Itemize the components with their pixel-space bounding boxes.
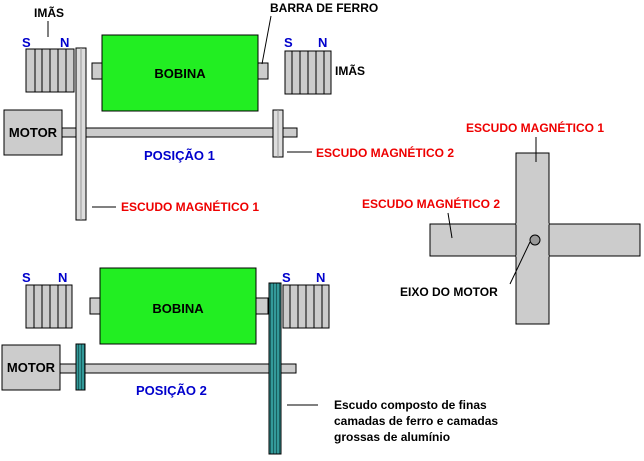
iron-bar-leader: [261, 15, 272, 65]
motor-shaft-axis: [529, 234, 541, 246]
shield-1-label: ESCUDO MAGNÉTICO 1: [466, 120, 604, 135]
motor: [1, 344, 61, 391]
position-1-label: POSIÇÃO 1: [144, 148, 215, 163]
magnet-left-1: [25, 48, 75, 93]
composite-shield-large: [268, 282, 282, 455]
iron-bar-left-end: [89, 297, 101, 315]
iron-bar-right-end: [257, 62, 269, 80]
shaft-end-view: ESCUDO MAGNÉTICO 1 ESCUDO MAGNÉTICO 2 EI…: [362, 120, 641, 325]
magnet-right-2: [282, 284, 330, 329]
imas-label: IMÃS: [335, 63, 365, 78]
shield-2-leader: [447, 212, 453, 239]
composite-note-line2: camadas de ferro e camadas: [334, 414, 498, 428]
composite-shield-small: [75, 343, 86, 391]
shield-1-label: ESCUDO MAGNÉTICO 1: [121, 199, 259, 214]
pole-s-label: S: [22, 35, 31, 50]
pole-n-label: N: [318, 35, 327, 50]
motor-axis-leader: [509, 241, 531, 285]
shield-2-label: ESCUDO MAGNÉTICO 2: [316, 145, 454, 160]
motor-label: MOTOR: [7, 360, 56, 375]
motor-shaft: [61, 127, 298, 138]
coil: [101, 34, 259, 112]
pole-n-label: N: [58, 270, 67, 285]
iron-bar-right-end: [255, 297, 269, 315]
coil-label: BOBINA: [152, 301, 204, 316]
position-1-assembly: S N IMÃS BOBINA BARRA DE FERRO S N IMÃS …: [3, 1, 454, 221]
pole-s-label: S: [284, 35, 293, 50]
pole-n-label: N: [316, 270, 325, 285]
position-2-label: POSIÇÃO 2: [136, 383, 207, 398]
pole-s-label: S: [282, 270, 291, 285]
imas-label: IMÃS: [34, 5, 64, 20]
iron-bar-label: BARRA DE FERRO: [270, 1, 378, 15]
pole-s-label: S: [22, 270, 31, 285]
composite-note-line1: Escudo composto de finas: [334, 398, 487, 412]
pole-n-label: N: [60, 35, 69, 50]
magnet-left-2: [25, 284, 73, 329]
motor-label: MOTOR: [9, 125, 58, 140]
motor-shaft: [59, 363, 297, 374]
magnet-right-1: [284, 50, 332, 95]
motor: [3, 109, 63, 156]
motor-axis-label: EIXO DO MOTOR: [400, 285, 498, 299]
composite-note-line3: grossas de alumínio: [334, 430, 450, 444]
shield-2-label: ESCUDO MAGNÉTICO 2: [362, 196, 500, 211]
position-2-assembly: S N BOBINA S N MOTOR POSIÇÃO 2 Escudo co…: [1, 267, 498, 455]
coil: [99, 267, 257, 345]
iron-bar-left-end: [91, 62, 103, 80]
coil-label: BOBINA: [154, 66, 206, 81]
